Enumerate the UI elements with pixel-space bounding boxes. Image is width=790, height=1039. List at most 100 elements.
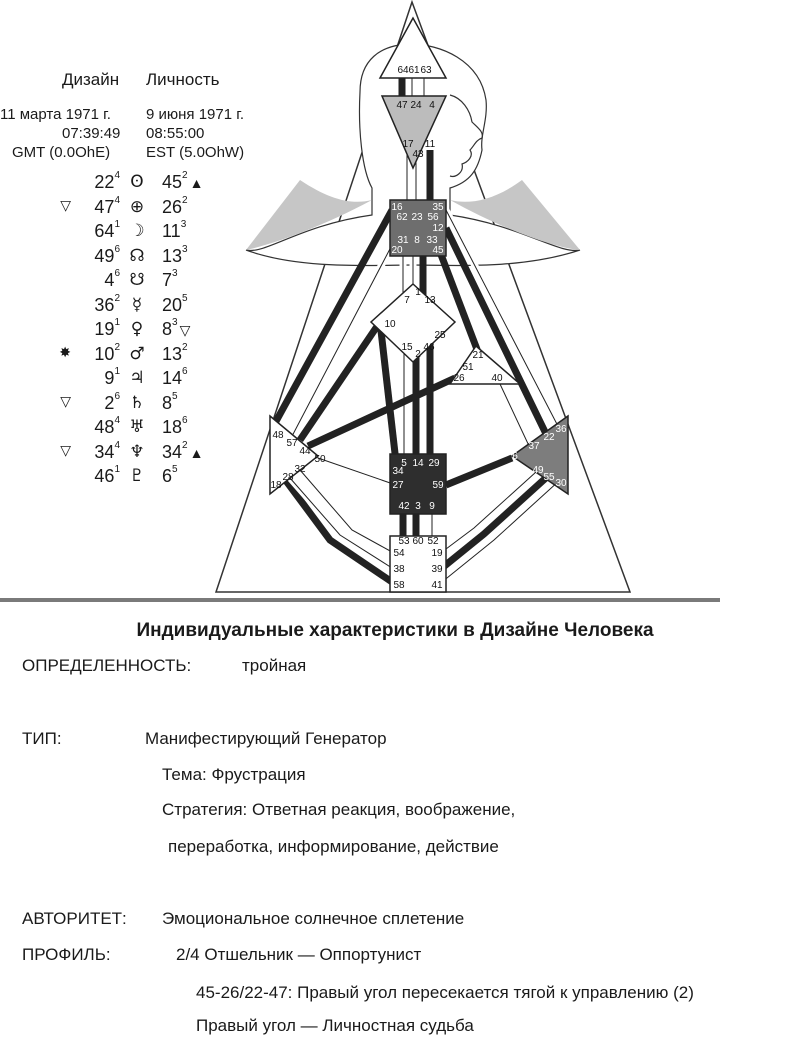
design-gate: 48 bbox=[94, 417, 115, 437]
head-center bbox=[378, 16, 448, 79]
gate-45: 45 bbox=[432, 245, 444, 256]
uranus-icon: ♅ bbox=[129, 417, 145, 437]
strategy-line-1: Стратегия: Ответная реакция, воображение… bbox=[162, 800, 516, 819]
personality-line: 5 bbox=[172, 390, 178, 402]
design-line: 4 bbox=[114, 415, 120, 426]
gate-34: 34 bbox=[392, 466, 404, 477]
gate-24: 24 bbox=[410, 100, 422, 111]
design-activation: 191 bbox=[94, 317, 120, 340]
personality-activation: 186 bbox=[162, 415, 190, 438]
profile-label: ПРОФИЛЬ: bbox=[22, 945, 111, 964]
definition-label: ОПРЕДЕЛЕННОСТЬ: bbox=[22, 656, 192, 675]
personality-line: 3 bbox=[180, 219, 187, 230]
gate-9: 9 bbox=[429, 501, 435, 512]
design-time: 07:39:49 bbox=[62, 125, 121, 142]
personality-line: 3 bbox=[172, 317, 178, 328]
design-gate: 2 bbox=[104, 392, 115, 413]
gate-55: 55 bbox=[543, 472, 555, 483]
neptune-icon: ♆ bbox=[129, 441, 145, 462]
throat-center bbox=[389, 199, 447, 257]
personality-gate: 14 bbox=[162, 368, 183, 388]
saturn-icon: ♄ bbox=[129, 392, 145, 413]
personality-gate: 18 bbox=[162, 417, 183, 437]
personality-line: 2 bbox=[182, 439, 188, 451]
planet-row: ✸102♂132 bbox=[0, 342, 215, 368]
personality-activation: 262 bbox=[162, 194, 190, 218]
type-value: Манифестирующий Генератор bbox=[145, 729, 387, 748]
gate-28: 28 bbox=[282, 472, 294, 483]
design-activation: 26 bbox=[104, 391, 120, 414]
gate-26: 26 bbox=[453, 373, 465, 384]
design-gate: 19 bbox=[94, 319, 115, 339]
design-mark: ▽ bbox=[60, 392, 71, 409]
gate-40: 40 bbox=[491, 373, 503, 384]
gate-44: 44 bbox=[299, 446, 311, 457]
personality-mark: ▽ bbox=[179, 322, 191, 338]
gate-23: 23 bbox=[411, 212, 423, 223]
earth-icon: ⊕ bbox=[129, 196, 145, 217]
design-gate: 10 bbox=[94, 343, 115, 364]
gate-22: 22 bbox=[543, 432, 555, 443]
personality-activation: 146 bbox=[162, 366, 190, 389]
bodygraph-chart: 64 61 63 47 24 4 17 43 11 62 23 56 16 35… bbox=[214, 0, 632, 593]
gate-8: 8 bbox=[414, 235, 420, 246]
gate-17: 17 bbox=[402, 139, 414, 150]
personality-line: 6 bbox=[182, 415, 188, 426]
design-gate: 64 bbox=[94, 221, 115, 241]
personality-line: 5 bbox=[182, 292, 188, 304]
design-mark: ✸ bbox=[59, 343, 71, 360]
gate-52: 52 bbox=[427, 536, 439, 547]
design-line: 4 bbox=[114, 439, 120, 451]
planet-row: 461♇65 bbox=[0, 464, 215, 490]
design-gate: 4 bbox=[104, 270, 115, 290]
personality-activation: 83▽ bbox=[162, 317, 191, 340]
design-activation: 484 bbox=[94, 415, 120, 438]
planet-row: ▽344♆342▲ bbox=[0, 439, 215, 466]
mars-icon: ♂ bbox=[129, 343, 145, 364]
profile-value: 2/4 Отшельник — Оппортунист bbox=[176, 945, 422, 964]
design-gate: 22 bbox=[94, 172, 115, 192]
gate-6: 6 bbox=[512, 451, 518, 462]
design-line: 6 bbox=[114, 268, 120, 279]
design-gate: 49 bbox=[94, 245, 115, 266]
spleen-center bbox=[269, 414, 320, 496]
design-activation: 224 bbox=[94, 170, 120, 193]
shoulder-right-shade bbox=[450, 180, 580, 250]
channels bbox=[270, 78, 564, 585]
face-profile bbox=[449, 94, 483, 177]
gate-60: 60 bbox=[412, 536, 424, 547]
definition-value: тройная bbox=[242, 656, 307, 675]
gate-4: 4 bbox=[429, 100, 435, 111]
design-date: 11 марта 1971 г. bbox=[0, 106, 111, 123]
gate-33: 33 bbox=[426, 235, 438, 246]
personality-activation: 132 bbox=[162, 342, 190, 365]
gate-56: 56 bbox=[427, 212, 439, 223]
design-activation: 641 bbox=[94, 219, 120, 242]
venus-icon: ♀ bbox=[130, 319, 144, 339]
gate-7: 7 bbox=[404, 295, 410, 306]
personality-gate: 13 bbox=[162, 245, 183, 266]
gate-31: 31 bbox=[397, 235, 409, 246]
design-mark: ▽ bbox=[60, 441, 71, 458]
gate-58: 58 bbox=[393, 580, 405, 591]
personality-line: 3 bbox=[182, 243, 188, 255]
personality-activation: 342▲ bbox=[162, 439, 204, 463]
gate-29: 29 bbox=[428, 458, 440, 469]
personality-line: 6 bbox=[182, 366, 188, 377]
gate-63: 63 bbox=[420, 65, 432, 76]
gate-61: 61 bbox=[408, 65, 420, 76]
design-activation: 496 bbox=[94, 244, 120, 267]
design-line: 4 bbox=[114, 170, 120, 181]
gate-51: 51 bbox=[462, 362, 474, 373]
personality-line: 2 bbox=[182, 194, 188, 206]
gate-42: 42 bbox=[398, 501, 410, 512]
gate-48: 48 bbox=[272, 430, 284, 441]
gate-39: 39 bbox=[431, 564, 443, 575]
gate-25: 25 bbox=[434, 330, 446, 341]
section-title: Индивидуальные характеристики в Дизайне … bbox=[136, 620, 654, 641]
planet-row: 362☿205 bbox=[0, 292, 215, 319]
personality-mark: ▲ bbox=[189, 444, 204, 461]
sacral-center bbox=[389, 453, 447, 515]
personality-line: 5 bbox=[172, 464, 178, 475]
